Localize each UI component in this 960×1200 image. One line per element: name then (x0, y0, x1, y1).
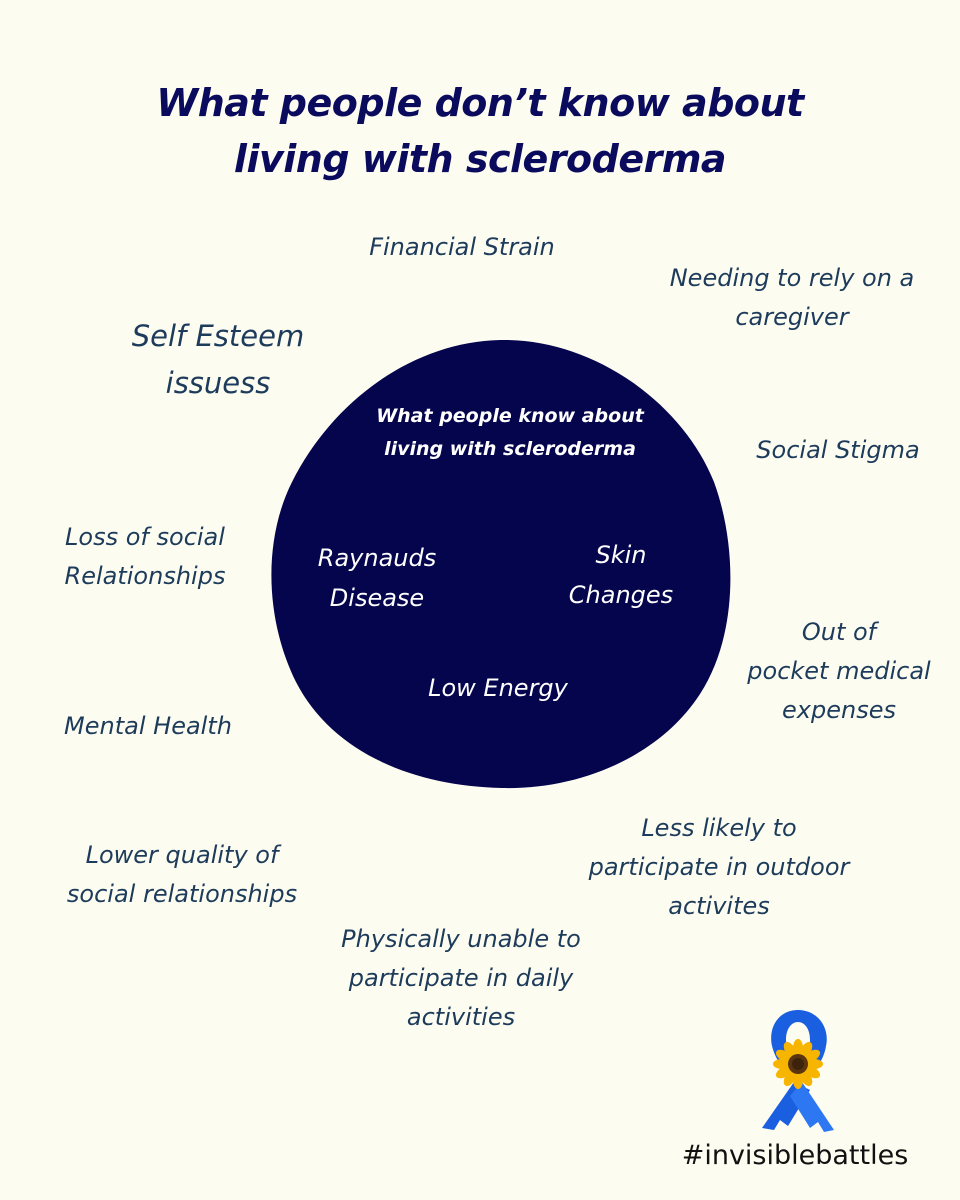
outdoor-activities-label: Less likely to participate in outdoor ac… (588, 814, 850, 920)
skin-changes-label: Skin Changes (568, 541, 674, 609)
physically-unable-label: Physically unable to participate in dail… (341, 925, 581, 1031)
financial-strain-label: Financial Strain (369, 233, 555, 261)
inner-circle-shape (271, 339, 731, 789)
inner-circle (262, 332, 738, 792)
inner-title-line-1: What people know about (376, 405, 644, 427)
self-esteem-label: Self Esteem issuess (131, 319, 305, 400)
inner-title-line-2: living with scleroderma (384, 438, 636, 460)
page-title: What people don’t know about living with… (0, 75, 960, 187)
hashtag-label: #invisiblebattles (681, 1140, 909, 1171)
title-line-1: What people don’t know about (156, 81, 804, 125)
awareness-ribbon-sunflower-icon (750, 1002, 846, 1142)
lower-quality-label: Lower quality of social relationships (66, 841, 298, 908)
caregiver-label: Needing to rely on a caregiver (669, 264, 915, 331)
mental-health-label: Mental Health (64, 712, 232, 740)
raynauds-disease-label: Raynauds Disease (317, 544, 437, 612)
title-line-2: living with scleroderma (233, 137, 727, 181)
low-energy-label: Low Energy (428, 674, 568, 702)
inner-circle-title: What people know about living with scler… (330, 400, 690, 466)
social-stigma-label: Social Stigma (756, 436, 920, 464)
loss-of-social-relationships-label: Loss of social Relationships (64, 523, 226, 590)
out-of-pocket-label: Out of pocket medical expenses (747, 618, 931, 724)
